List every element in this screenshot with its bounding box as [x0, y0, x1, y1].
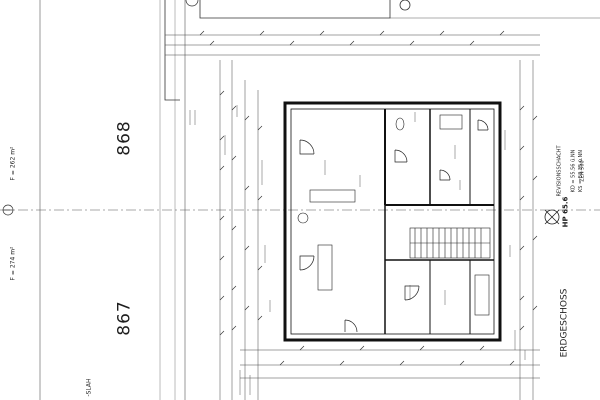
survey-marker — [544, 209, 560, 225]
room-label-box — [309, 189, 356, 203]
dimension-tick-marks — [199, 30, 538, 366]
ceiling-outlet — [297, 212, 309, 224]
shaft-note: ZEN 500 — [579, 160, 586, 182]
staircase — [409, 227, 491, 259]
door-swings — [299, 119, 489, 333]
shaft-note: KD = 55.56 ü.NN — [570, 149, 577, 193]
fixtures — [297, 114, 490, 316]
boundary-markers — [2, 0, 199, 216]
outer-wall — [283, 101, 502, 342]
shaft-label: REVISIONSSCHACHT — [556, 145, 563, 197]
area-label: F = 262 m² — [9, 146, 17, 181]
kitchen-counter — [474, 274, 490, 316]
building-walls — [283, 101, 502, 342]
room-label-box — [317, 244, 333, 291]
dimension-ticks — [165, 34, 540, 400]
area-label: F = 274 m² — [9, 246, 17, 281]
windows — [300, 102, 501, 341]
marker-circle — [399, 0, 411, 11]
edge-text: -SLAH — [85, 378, 93, 397]
text-scribbles — [189, 105, 526, 395]
inner-wall-line — [290, 108, 495, 335]
floor-title: ERDGESCHOSS — [559, 288, 570, 358]
toilet-fixture — [395, 117, 405, 131]
survey-point-label: HP 65.6 — [561, 196, 570, 228]
bathroom-fixture — [439, 114, 463, 130]
parcel-number: 868 — [114, 120, 135, 156]
upper-boundary — [164, 0, 600, 101]
parcel-number: 867 — [114, 300, 135, 336]
